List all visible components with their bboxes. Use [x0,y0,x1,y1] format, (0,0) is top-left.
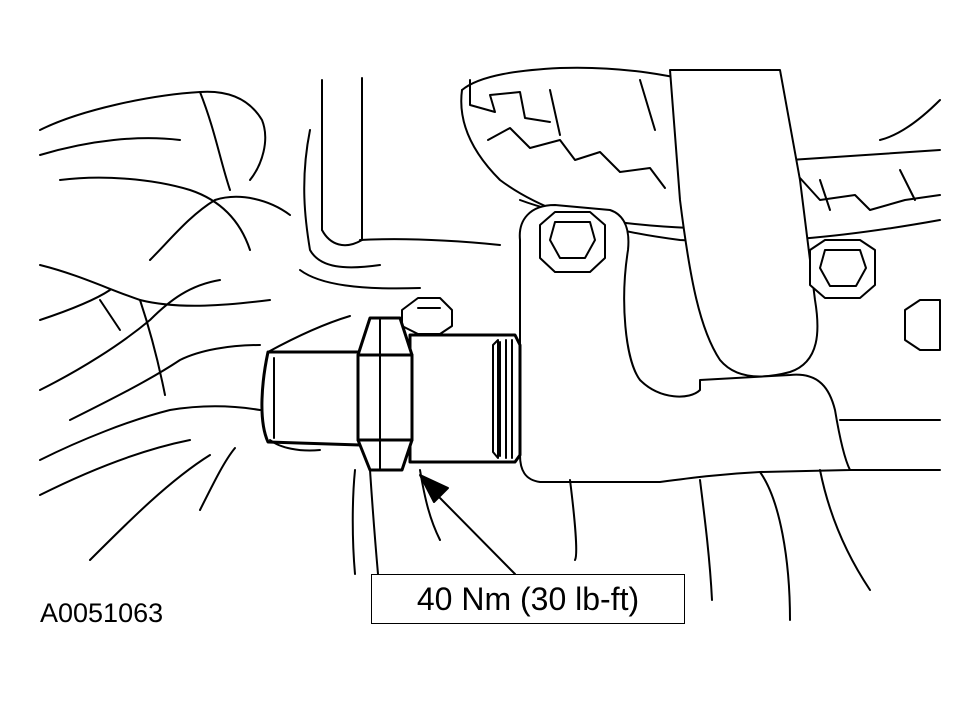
case-bolt-far-right [904,299,941,351]
left-housing-outline [39,90,291,561]
torque-spec-callout: 40 Nm (30 lb-ft) [371,574,685,624]
case-bolt-right [809,239,876,299]
support-arm [669,69,819,378]
mounting-bracket [299,77,501,290]
callout-leader-arrow [419,474,516,575]
cooler-line-tube [260,315,362,452]
case-bolt-upper [539,211,606,273]
locator-bolt [401,297,453,335]
lower-contours [351,469,441,575]
figure-id-label: A0051063 [40,598,164,628]
hex-tube-nut[interactable] [356,316,414,472]
transmission-case [518,204,941,621]
fitting-body [408,333,522,464]
